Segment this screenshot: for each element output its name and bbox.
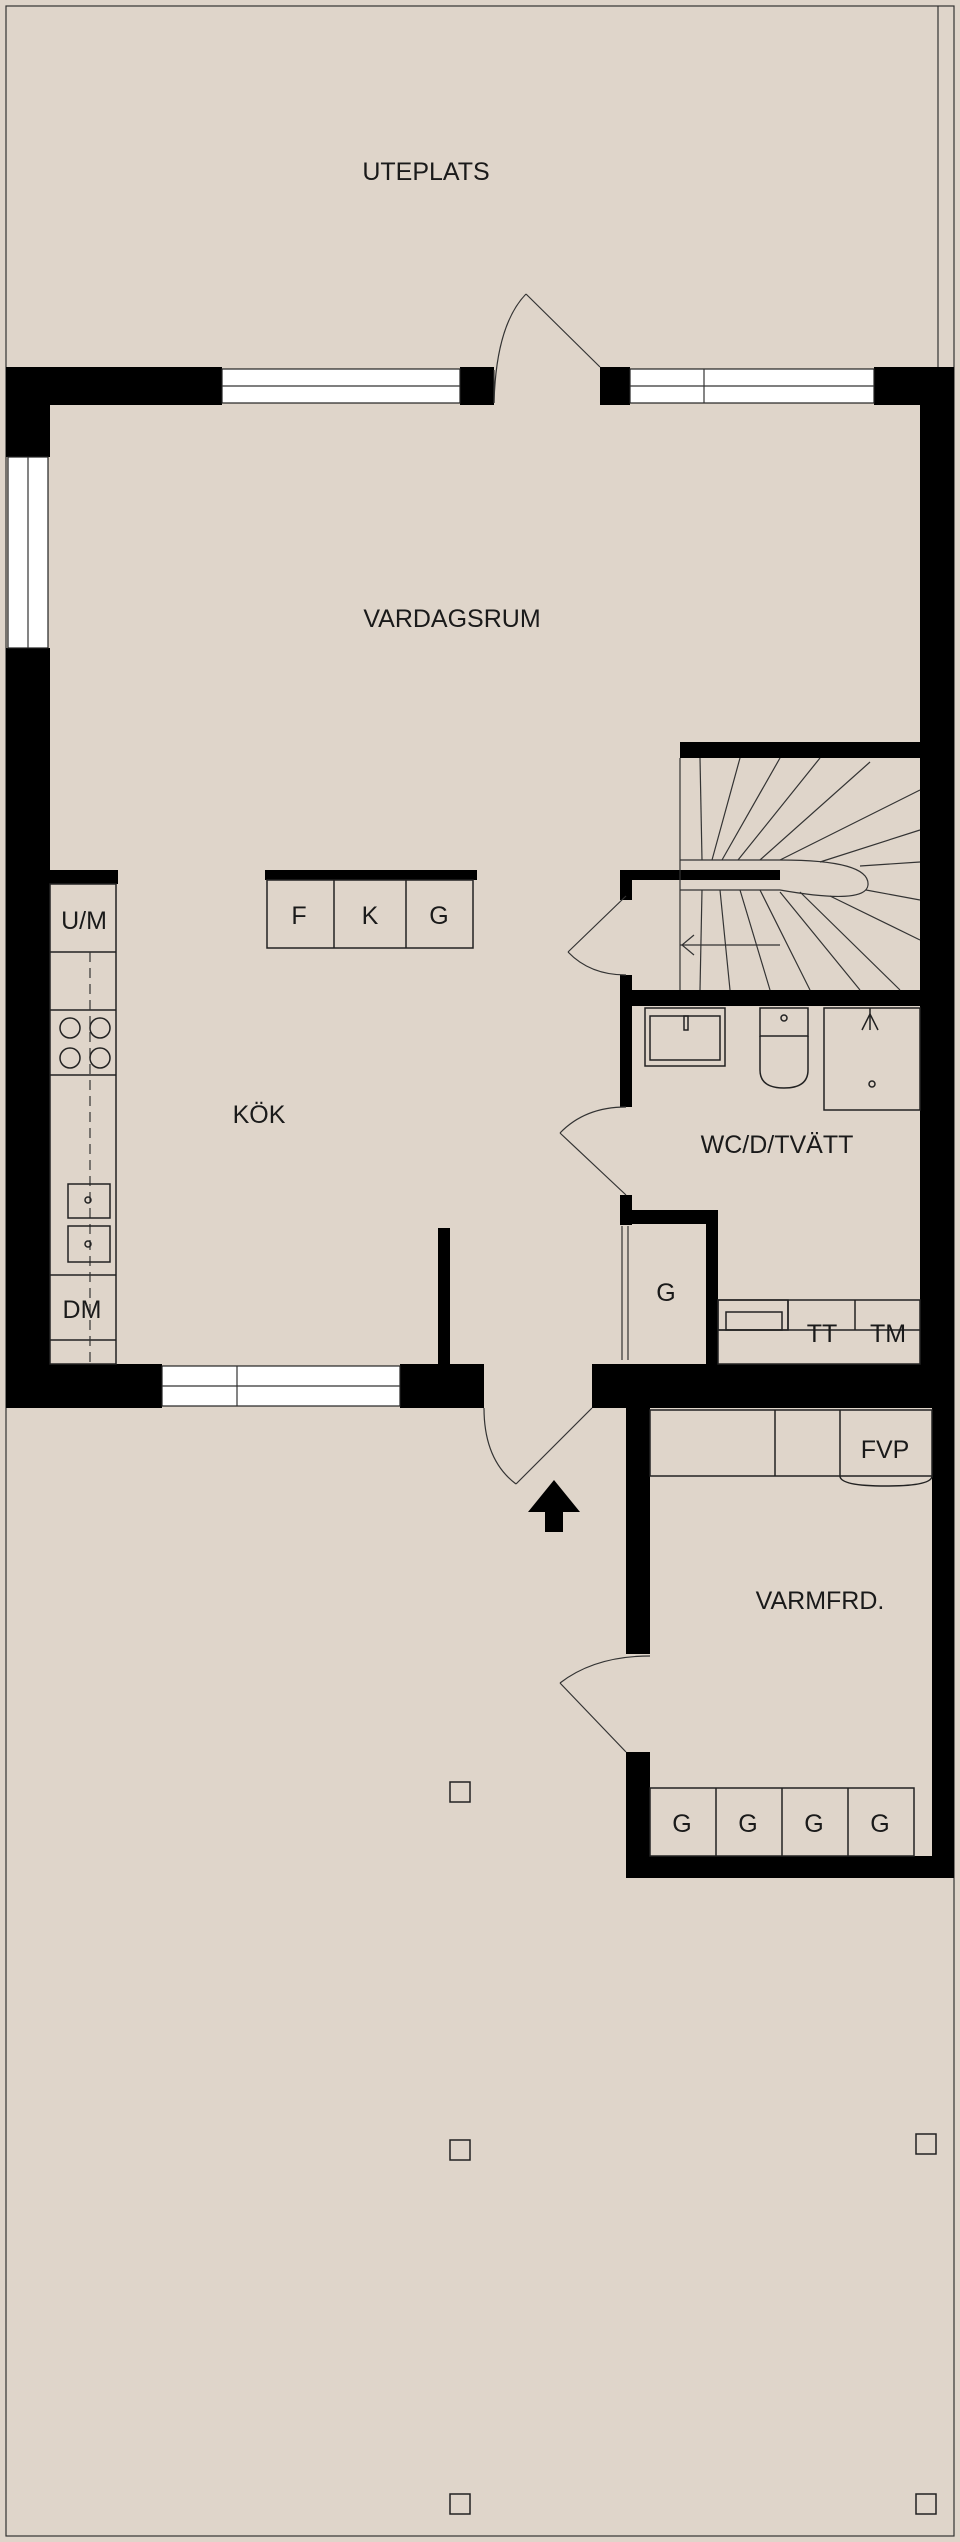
label-f: F [291, 902, 306, 930]
staircase [679, 757, 921, 991]
label-fvp: FVP [861, 1436, 910, 1464]
room-label-wc: WC/D/TVÄTT [701, 1131, 854, 1159]
varmfrd-fixtures [649, 1409, 933, 1857]
label-tt: TT [807, 1320, 838, 1348]
label-g2: G [738, 1810, 757, 1838]
room-label-kok: KÖK [233, 1101, 286, 1129]
label-closet-g: G [656, 1279, 675, 1307]
label-g-kitchen: G [429, 902, 448, 930]
kitchen-counter [49, 883, 117, 1365]
room-label-uteplats: UTEPLATS [362, 158, 489, 186]
label-g3: G [804, 1810, 823, 1838]
doors [483, 293, 651, 1753]
posts [449, 1781, 937, 2515]
room-label-vardagsrum: VARDAGSRUM [363, 605, 540, 633]
label-k: K [362, 902, 379, 930]
appliances-fkg [266, 879, 474, 949]
windows [7, 368, 875, 1407]
entrance-arrow-icon [528, 1480, 580, 1532]
wc-fixtures [644, 1007, 921, 1365]
room-label-varmfrd: VARMFRD. [756, 1587, 885, 1615]
label-dm: DM [63, 1296, 102, 1324]
label-um: U/M [61, 907, 107, 935]
label-g1: G [672, 1810, 691, 1838]
label-tm: TM [870, 1320, 906, 1348]
walls [6, 367, 954, 1878]
label-g4: G [870, 1810, 889, 1838]
